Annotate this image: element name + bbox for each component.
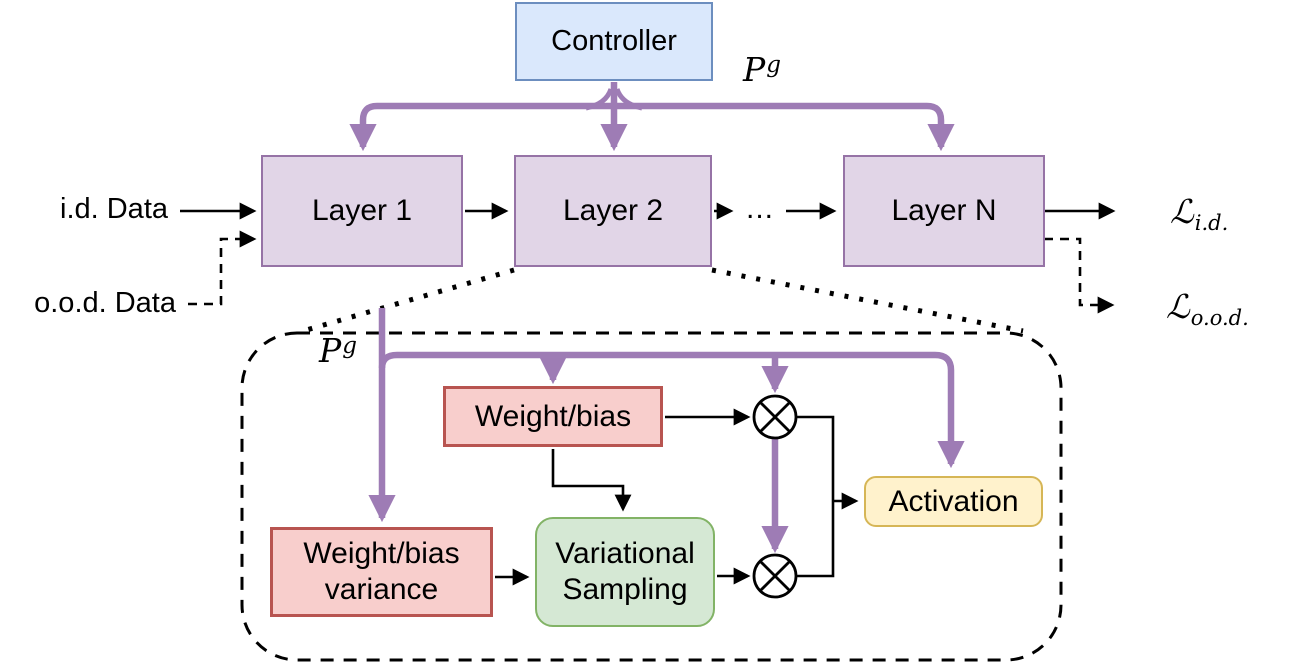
layerN-to-loss-ood-arrow [1044, 237, 1115, 314]
id-data-label: i.d. Data [60, 193, 168, 225]
tree-junction-fillet-left [585, 88, 614, 111]
layer2-box: Layer 2 [514, 155, 712, 267]
layer-ellipsis: ... [745, 192, 774, 225]
loss-id-label: ℒi.d. [1170, 192, 1229, 235]
variational-sampling-box: Variational Sampling [535, 517, 715, 627]
weight-bias-box: Weight/bias [443, 386, 663, 447]
layer2-label: Layer 2 [562, 194, 664, 227]
weight-bias-label: Weight/bias [474, 399, 632, 433]
loss-ood-label: ℒo.o.d. [1166, 287, 1249, 330]
layer-detail-container [240, 331, 1063, 662]
weight-bias-variance-box: Weight/bias variance [270, 527, 493, 617]
activation-label: Activation [888, 484, 1019, 518]
activation-box: Activation [864, 476, 1043, 527]
multiply-icon [752, 553, 798, 599]
ood-data-input-arrow [188, 230, 257, 306]
variational-sampling-label: Variational Sampling [555, 537, 695, 606]
controller-to-layer1-arrow [349, 102, 614, 152]
pg-to-activation-arrow [378, 351, 965, 469]
weight-bias-variance-label: Weight/bias variance [303, 537, 460, 606]
zoom-indicator-line-left [302, 267, 515, 334]
layerN-label: Layer N [891, 194, 997, 227]
controller-box: Controller [515, 2, 713, 81]
weightbias-to-sampling-arrow [551, 449, 632, 512]
tree-junction-fillet-right [614, 88, 643, 111]
multiply-icon [752, 394, 798, 440]
ood-data-label: o.o.d. Data [34, 287, 176, 319]
multiply-merge-wire [797, 415, 835, 578]
pg-label-top: Pg [743, 50, 781, 89]
layer1-label: Layer 1 [311, 194, 413, 227]
controller-to-layerN-arrow [614, 102, 955, 152]
layerN-box: Layer N [843, 155, 1045, 267]
pg-label-inner: Pg [319, 331, 357, 370]
zoom-indicator-line-right [711, 267, 1024, 334]
layer1-box: Layer 1 [261, 155, 463, 267]
controller-label: Controller [551, 25, 677, 58]
